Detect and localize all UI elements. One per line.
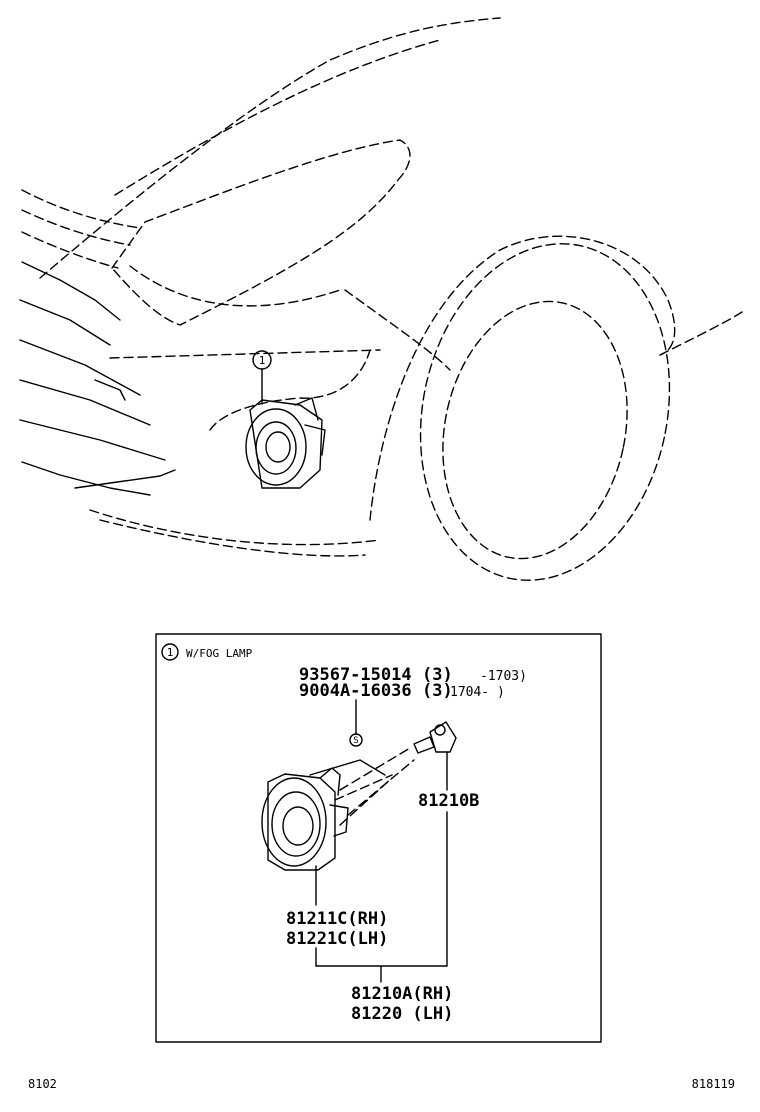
- housing-rh-part-number: 81211C(RH): [286, 909, 388, 929]
- bulb-drawing: [413, 721, 457, 754]
- front-grille: [19, 261, 176, 496]
- bulb-part-number: 81210B: [418, 791, 479, 811]
- car-body-outline: [21, 17, 743, 581]
- bolt-1-number: 93567-15014: [299, 665, 412, 685]
- assy-lh-part-number: 81220 (LH): [351, 1004, 453, 1024]
- inset-frame: [155, 633, 602, 1043]
- footer-left-code: 8102: [28, 1077, 57, 1091]
- assy-rh-part-number: 81210A(RH): [351, 984, 453, 1004]
- inset-callout-circle: [161, 643, 179, 661]
- housing-lh-part-number: 81221C(LH): [286, 929, 388, 949]
- callout-number: 1: [259, 354, 266, 367]
- bolt-2-range: 1704- ): [450, 685, 505, 700]
- footer-right-code: 818119: [692, 1077, 735, 1091]
- inset-caption: W/FOG LAMP: [186, 647, 253, 660]
- screw-symbol-letter: S: [353, 736, 358, 746]
- bolt-2-qty: (3): [422, 681, 453, 701]
- bolt-1-range: -1703): [480, 669, 527, 684]
- fog-lamp-installed: [245, 397, 326, 489]
- install-guides: [334, 747, 415, 826]
- inset-callout-number: 1: [167, 646, 174, 659]
- bolt-1-qty: (3): [422, 665, 453, 685]
- bolt-2-number: 9004A-16036: [299, 681, 412, 701]
- fog-lamp-housing-drawing: [261, 759, 386, 871]
